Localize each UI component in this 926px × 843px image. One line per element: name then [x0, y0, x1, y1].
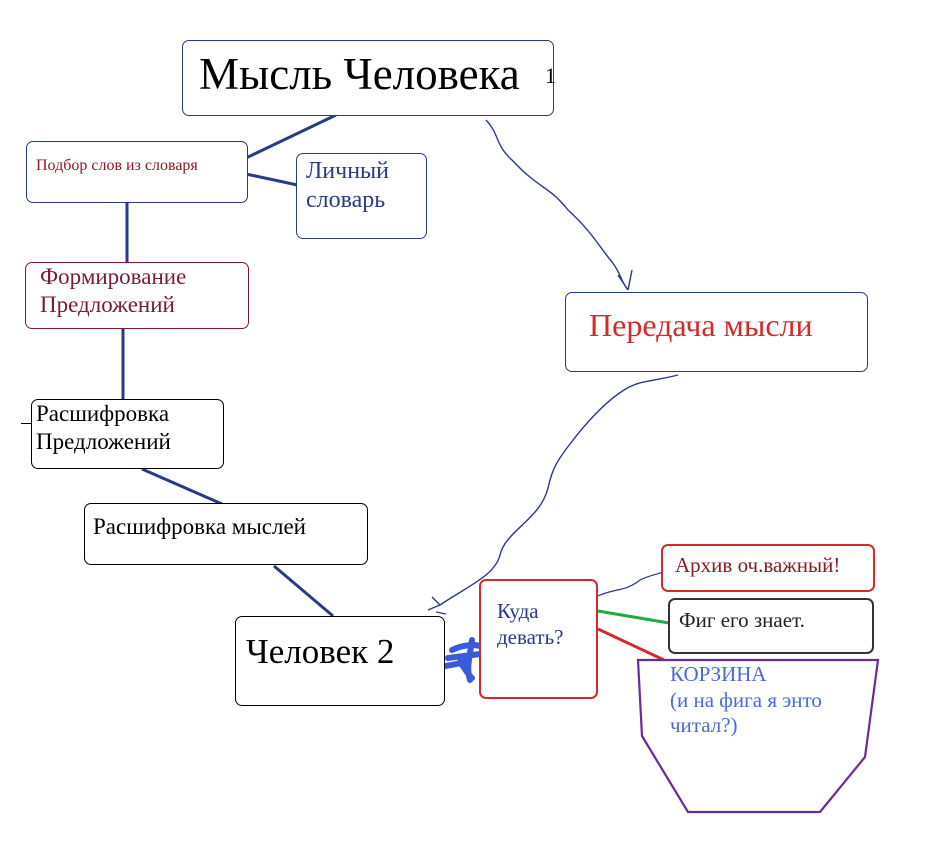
node-main-thought-index: 1 — [545, 63, 556, 88]
node-personal-dictionary: Личный словарь — [296, 153, 427, 239]
node-decode-thoughts-label: Расшифровка мыслей — [93, 514, 306, 539]
node-word-selection: Подбор слов из словаря — [26, 141, 248, 203]
arrow-transfer-where — [427, 374, 679, 615]
connector-where-trash — [597, 627, 665, 662]
node-archive: Архив оч.важный! — [661, 544, 875, 592]
node-main-thought: Мысль Человека 1 — [182, 40, 556, 116]
arrow-main-transfer — [485, 119, 633, 291]
node-archive-label: Архив оч.важный! — [675, 553, 841, 577]
connector-decode-sentences-decode-thoughts — [141, 467, 223, 506]
node-person-two-label: Человек 2 — [246, 632, 395, 671]
node-word-selection-label: Подбор слов из словаря — [36, 157, 198, 174]
node-where-to-put-label: Куда девать? — [497, 599, 564, 649]
node-who-knows: Фиг его знает. — [668, 598, 874, 654]
node-sentence-forming: Формирование Предложений — [25, 262, 249, 329]
node-trash-label: КОРЗИНА (и на фига я энто читал?) — [670, 662, 822, 738]
node-who-knows-label: Фиг его знает. — [679, 608, 805, 632]
connector-words-dict — [245, 172, 303, 188]
stray-tick-mark — [21, 423, 31, 424]
node-person-two: Человек 2 — [235, 616, 445, 706]
scribble-arrow-icon — [435, 637, 483, 683]
connector-decode-thoughts-person2 — [273, 564, 334, 618]
connector-where-unknown — [597, 609, 670, 625]
trash-basket-outline — [636, 658, 880, 814]
connector-main-words — [245, 113, 337, 160]
node-decode-sentences-label: Расшифровка Предложений — [36, 401, 171, 455]
node-main-thought-label: Мысль Человека — [199, 49, 520, 99]
node-thought-transfer: Передача мысли — [565, 292, 868, 372]
node-personal-dictionary-label: Личный словарь — [306, 158, 390, 214]
connector-where-archive — [597, 571, 664, 597]
node-decode-sentences: Расшифровка Предложений — [31, 399, 224, 469]
node-sentence-forming-label: Формирование Предложений — [40, 264, 187, 318]
node-thought-transfer-label: Передача мысли — [589, 307, 813, 343]
node-where-to-put: Куда девать? — [479, 579, 598, 699]
node-decode-thoughts: Расшифровка мыслей — [84, 503, 368, 565]
